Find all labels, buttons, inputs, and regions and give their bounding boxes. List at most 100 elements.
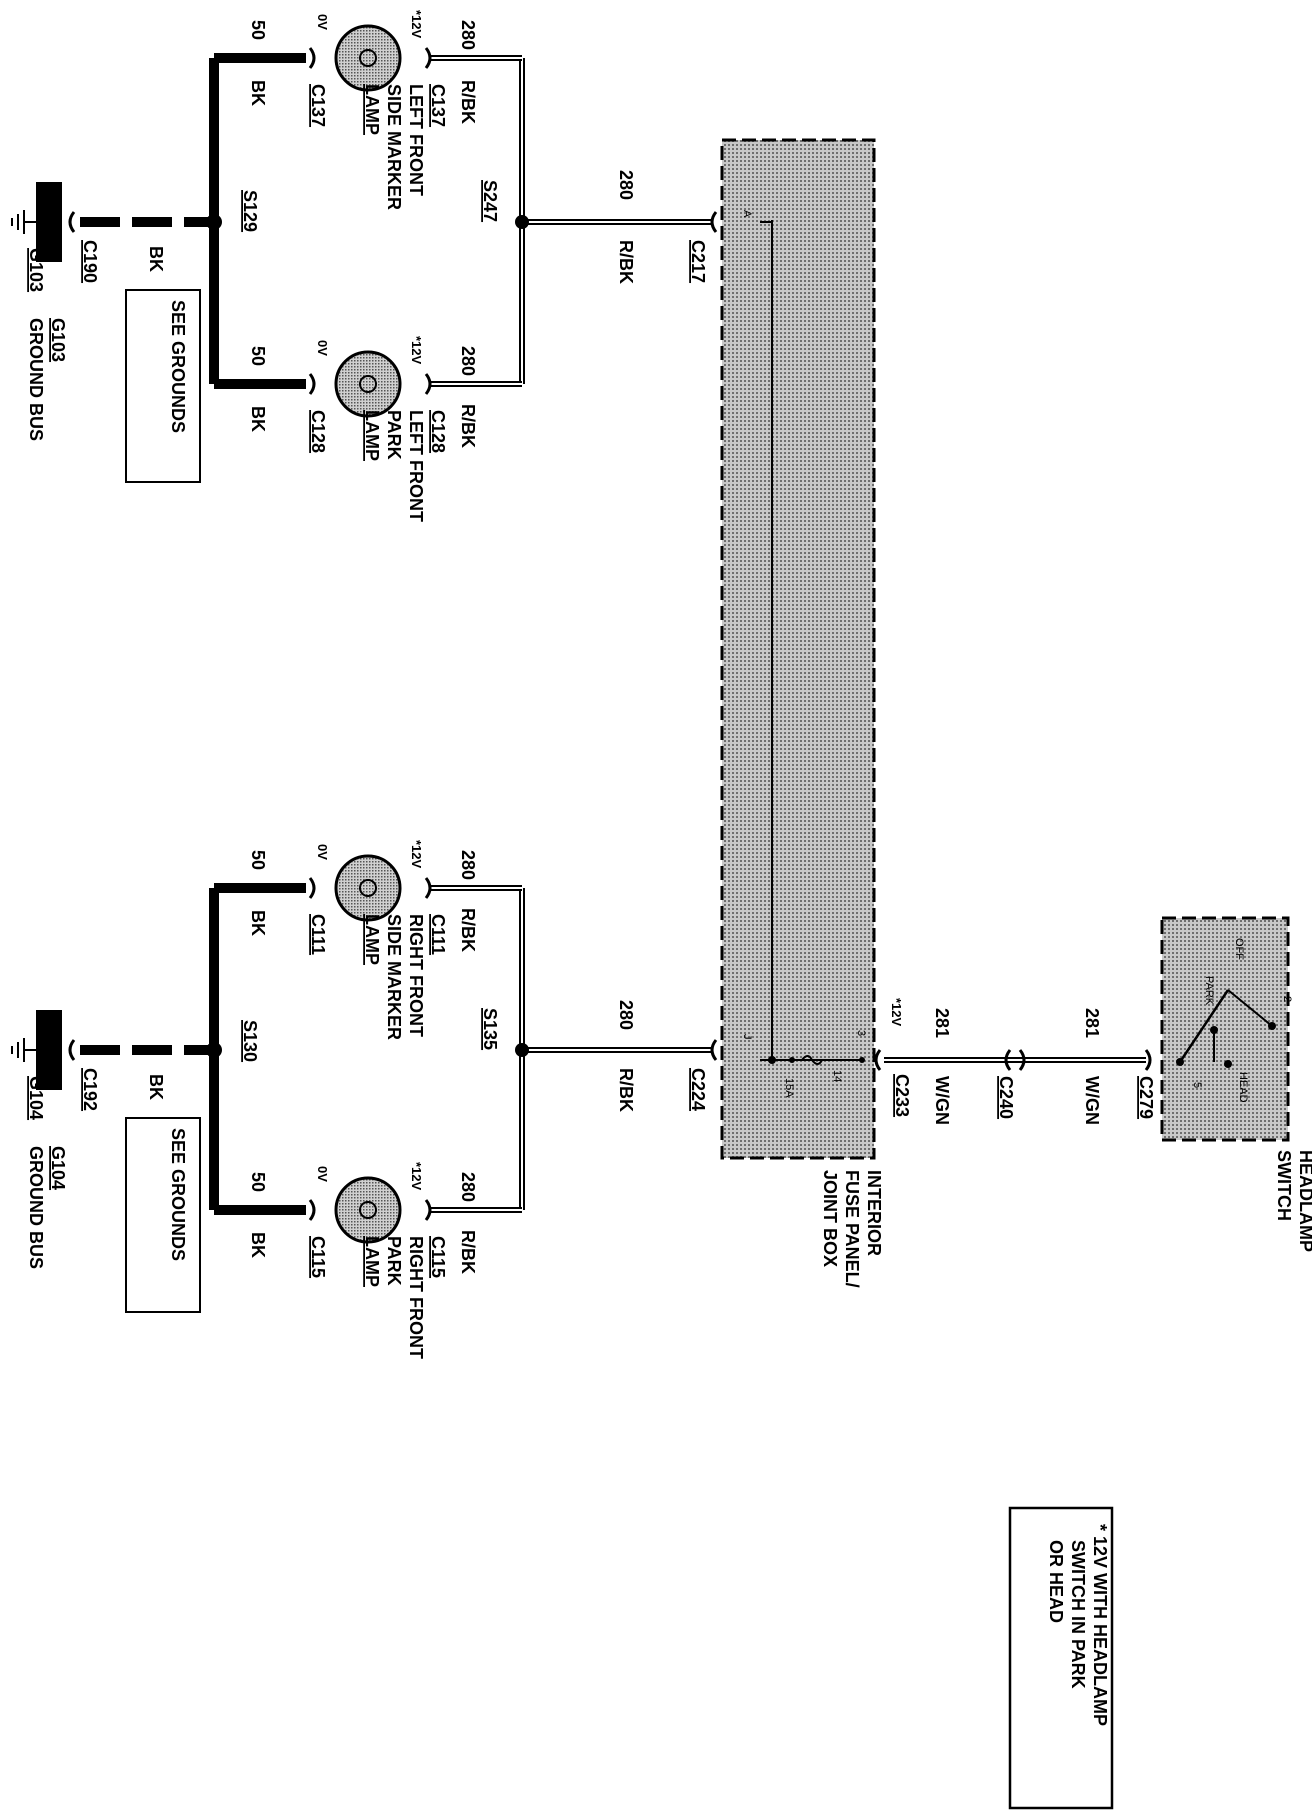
c217-label: C217 — [688, 240, 708, 283]
s247-label: S247 — [480, 180, 500, 222]
c190-label: C190 — [80, 240, 100, 283]
wire-bk-rf-side: BK — [248, 910, 268, 936]
fuse-panel-line-1: INTERIOR — [864, 1170, 884, 1256]
rf-park-12v: *12V — [409, 1162, 424, 1191]
c224-label: C224 — [688, 1068, 708, 1111]
s247-splice-dot — [515, 215, 529, 229]
switch-pin-2-label: 2 — [1281, 996, 1293, 1002]
headlamp-switch: OFF PARK HEAD 2 5 — [1160, 916, 1293, 1142]
circuit-281: C233 *12V 281 W/GN C240 281 W/GN C279 — [874, 998, 1156, 1125]
g104-ground-bar — [36, 1010, 62, 1090]
wire-wgn-a: W/GN — [932, 1076, 952, 1125]
g104-ground-bus-text: GROUND BUS — [26, 1146, 46, 1269]
note-line-1: * 12V WITH HEADLAMP — [1090, 1524, 1110, 1726]
rf-park-line-3: LAMP — [362, 1236, 382, 1287]
left-front-park-lamp: *12V 0V C128 C128 LEFT FRONT PARK LAMP — [308, 336, 448, 522]
switch-head-label: HEAD — [1237, 1072, 1249, 1103]
right-ground-circuit-50: 50 BK 50 BK S130 BK C192 G104 G104 GROUN… — [11, 850, 306, 1313]
lf-park-line-2: PARK — [384, 410, 404, 460]
c128-neg-label: C128 — [308, 410, 328, 453]
c279-label: C279 — [1136, 1076, 1156, 1119]
rf-side-12v: *12V — [409, 840, 424, 869]
switch-pin-5-label: 5 — [1191, 1082, 1203, 1088]
wire-50-rf-park: 50 — [248, 1172, 268, 1192]
wire-280-right-main: 280 — [616, 1000, 636, 1030]
headlamp-switch-line-1: HEADLAMP — [1296, 1150, 1312, 1252]
note-line-2: SWITCH IN PARK — [1068, 1540, 1088, 1689]
wire-bk-rf-ground: BK — [146, 1074, 166, 1100]
fuse-panel-line-2: FUSE PANEL/ — [842, 1170, 862, 1288]
see-grounds-left: SEE GROUNDS — [168, 300, 188, 433]
switch-park-label: PARK — [1203, 976, 1215, 1006]
c233-label: C233 — [892, 1074, 912, 1117]
see-grounds-right: SEE GROUNDS — [168, 1128, 188, 1261]
right-front-side-marker-lamp: *12V 0V C111 C111 RIGHT FRONT SIDE MARKE… — [308, 840, 448, 1040]
voltage-note: * 12V WITH HEADLAMP SWITCH IN PARK OR HE… — [1008, 1506, 1114, 1810]
switch-off-label: OFF — [1233, 938, 1245, 960]
lf-park-0v: 0V — [315, 340, 330, 356]
wire-50-lf-side: 50 — [248, 20, 268, 40]
lf-park-line-3: LAMP — [362, 410, 382, 461]
wire-281-a: 281 — [932, 1008, 952, 1038]
pin-j-label: J — [741, 1034, 753, 1040]
g104-label: G104 — [26, 1076, 46, 1120]
g103-ground-bus-text: GROUND BUS — [26, 318, 46, 441]
lf-park-12v: *12V — [409, 336, 424, 365]
headlamp-switch-line-2: SWITCH — [1274, 1150, 1294, 1221]
rf-park-line-1: RIGHT FRONT — [406, 1236, 426, 1359]
lf-park-line-1: LEFT FRONT — [406, 410, 426, 522]
wire-bk-lf-side: BK — [248, 80, 268, 106]
wire-bk-lf-ground: BK — [146, 246, 166, 272]
left-front-side-marker-lamp: *12V 0V C137 C137 LEFT FRONT SIDE MARKER… — [308, 10, 448, 210]
wire-280-left-main: 280 — [616, 170, 636, 200]
fuse-panel-label: INTERIOR FUSE PANEL/ JOINT BOX — [820, 1170, 884, 1288]
wire-280-lf-side: 280 — [458, 20, 478, 50]
wire-rbk-left-main: R/BK — [616, 240, 636, 284]
left-ground-circuit-50: 50 BK 50 BK S129 BK C190 G103 G103 GROUN… — [11, 20, 306, 483]
lf-side-0v: 0V — [315, 14, 330, 30]
c128-pos-label: C128 — [428, 410, 448, 453]
right-circuit-280: 280 R/BK C224 S135 280 R/BK 280 R/BK — [430, 850, 718, 1274]
c233-voltage: *12V — [889, 998, 904, 1027]
pin-3-label: 3 — [855, 1030, 867, 1036]
c115-pos-label: C115 — [428, 1236, 448, 1278]
lf-side-line-1: LEFT FRONT — [406, 84, 426, 196]
wire-280-rf-park: 280 — [458, 1172, 478, 1202]
wire-50-rf-side: 50 — [248, 850, 268, 870]
lf-side-12v: *12V — [409, 10, 424, 39]
wire-rbk-lf-side: R/BK — [458, 80, 478, 124]
headlamp-switch-label: HEADLAMP SWITCH — [1274, 1150, 1312, 1252]
wire-280-lf-park: 280 — [458, 346, 478, 376]
s135-splice-dot — [515, 1043, 529, 1057]
s135-label: S135 — [480, 1008, 500, 1050]
c115-neg-label: C115 — [308, 1236, 328, 1278]
rf-park-line-2: PARK — [384, 1236, 404, 1286]
wire-rbk-rf-side: R/BK — [458, 908, 478, 952]
wire-50-lf-park: 50 — [248, 346, 268, 366]
wire-rbk-rf-park: R/BK — [458, 1230, 478, 1274]
c240-label: C240 — [996, 1076, 1016, 1119]
rf-side-line-3: LAMP — [362, 914, 382, 965]
s129-label: S129 — [240, 190, 260, 232]
lf-side-line-2: SIDE MARKER — [384, 84, 404, 210]
rf-side-line-2: SIDE MARKER — [384, 914, 404, 1040]
rf-side-line-1: RIGHT FRONT — [406, 914, 426, 1037]
note-line-3: OR HEAD — [1046, 1540, 1066, 1623]
c137-pos-label: C137 — [428, 84, 448, 127]
wire-bk-lf-park: BK — [248, 406, 268, 432]
c111-pos-label: C111 — [428, 914, 448, 955]
rf-park-0v: 0V — [315, 1166, 330, 1182]
fuse-panel-line-3: JOINT BOX — [820, 1170, 840, 1267]
left-circuit-280: 280 R/BK C217 S247 280 R/BK 280 R/BK — [430, 20, 718, 448]
c137-neg-label: C137 — [308, 84, 328, 127]
pin-a-label: A — [741, 210, 753, 218]
wire-rbk-right-main: R/BK — [616, 1068, 636, 1112]
fuse-14-label: 14 — [831, 1070, 843, 1082]
wire-280-rf-side: 280 — [458, 850, 478, 880]
g103-bus-label: G103 — [48, 318, 68, 362]
wire-rbk-lf-park: R/BK — [458, 404, 478, 448]
right-front-park-lamp: *12V 0V C115 C115 RIGHT FRONT PARK LAMP — [308, 1162, 448, 1359]
wire-wgn-b: W/GN — [1082, 1076, 1102, 1125]
fuse-15a-label: 15A — [783, 1078, 795, 1098]
